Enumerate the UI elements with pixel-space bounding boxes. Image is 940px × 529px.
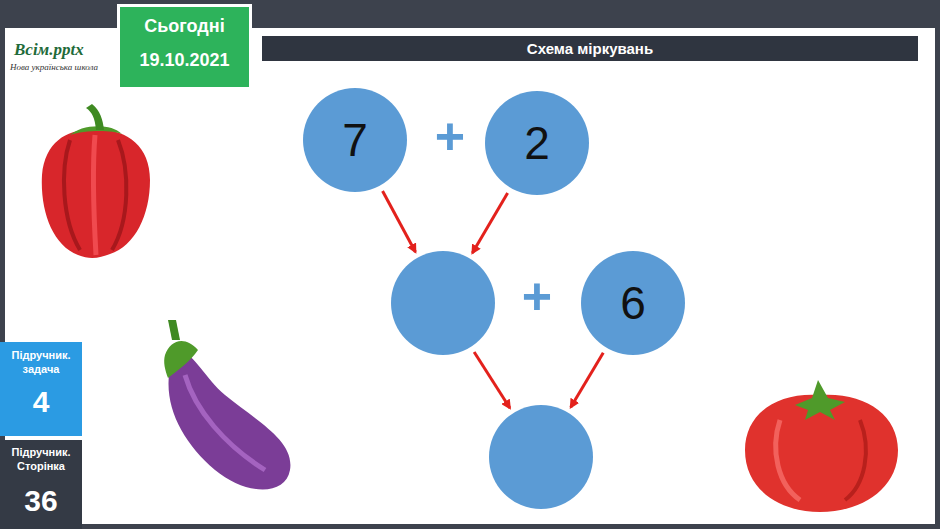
circle-number: 2 [524, 120, 550, 166]
logo-subtitle: Нова українська школа [10, 62, 120, 72]
number-circle [391, 251, 495, 355]
tab-caption: Підручник. Сторінка [2, 445, 80, 474]
circle-shape [391, 251, 495, 355]
number-circle [489, 405, 593, 509]
plus-sign: + [428, 110, 472, 162]
red-arrow [383, 191, 416, 252]
tab-number: 36 [2, 484, 80, 518]
circle-number: 7 [342, 117, 368, 163]
badge-text: Сьогодні [120, 16, 249, 37]
number-circle: 2 [485, 91, 589, 195]
slide-title: Схема міркувань [262, 36, 918, 61]
number-circle: 6 [581, 251, 685, 355]
logo-text: Всім.pptx [14, 40, 114, 60]
circle-shape [489, 405, 593, 509]
pepper-illustration [42, 104, 150, 258]
date-text: 19.10.2021 [120, 50, 249, 71]
circle-number: 6 [620, 280, 646, 326]
tab-number: 4 [2, 385, 80, 419]
plus-sign: + [515, 270, 559, 322]
red-arrow [571, 353, 604, 407]
red-arrow [474, 352, 510, 408]
red-arrow [472, 193, 507, 253]
tab-caption: Підручник. задача [2, 348, 80, 377]
tomato-illustration [745, 380, 898, 512]
eggplant-illustration [164, 320, 290, 490]
number-circle: 7 [303, 88, 407, 192]
